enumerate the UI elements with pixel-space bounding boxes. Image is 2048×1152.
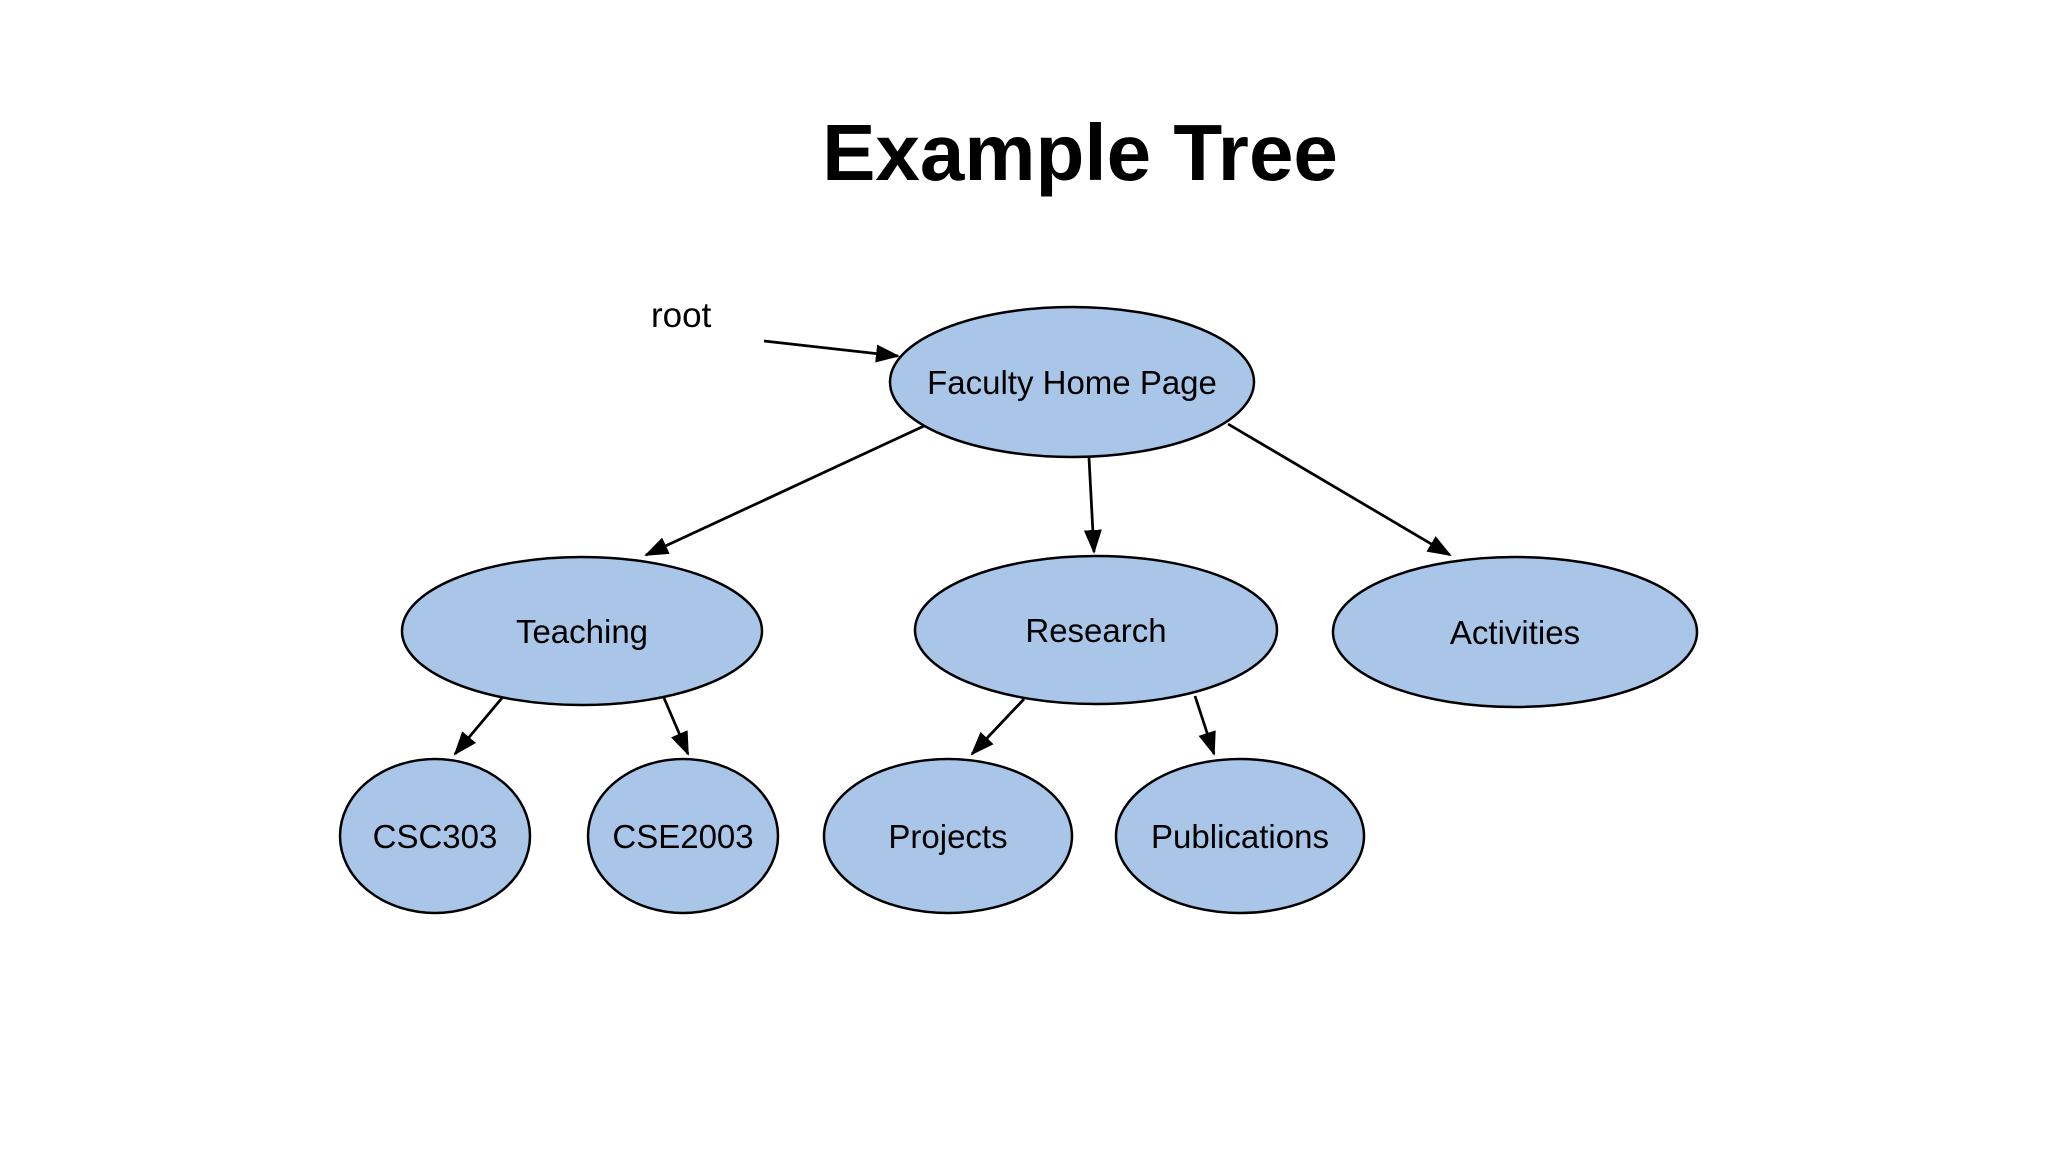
node-label: Publications xyxy=(1151,818,1329,855)
node-label: Teaching xyxy=(516,613,648,650)
root-pointer-label: root xyxy=(651,296,712,335)
node-projects: Projects xyxy=(822,757,1074,915)
edge-teaching-to-cse2003 xyxy=(662,697,690,756)
node-csc303: CSC303 xyxy=(338,757,532,915)
node-label: Faculty Home Page xyxy=(927,364,1217,401)
edge-research-to-projects xyxy=(970,698,1025,756)
node-ellipse xyxy=(913,554,1279,706)
node-label: CSE2003 xyxy=(612,818,753,855)
node-ellipse xyxy=(1114,757,1366,915)
edge-faculty-to-research xyxy=(1083,457,1102,554)
node-research: Research xyxy=(913,554,1279,706)
node-ellipse xyxy=(822,757,1074,915)
edge-faculty-to-teaching xyxy=(644,424,925,557)
node-publications: Publications xyxy=(1114,757,1366,915)
edge-teaching-to-csc303 xyxy=(453,697,504,756)
node-ellipse xyxy=(1331,555,1699,709)
edge-research-to-publications xyxy=(1193,695,1216,756)
node-faculty-home-page: Faculty Home Page xyxy=(888,305,1256,459)
node-ellipse xyxy=(400,555,764,707)
node-activities: Activities xyxy=(1331,555,1699,709)
node-label: CSC303 xyxy=(373,818,498,855)
page-title: Example Tree xyxy=(822,108,1338,197)
node-ellipse xyxy=(338,757,532,915)
node-label: Research xyxy=(1025,612,1166,649)
node-teaching: Teaching xyxy=(400,555,764,707)
edge-faculty-to-activities xyxy=(1227,422,1452,557)
node-ellipse xyxy=(586,757,780,915)
node-label: Activities xyxy=(1450,614,1580,651)
node-cse2003: CSE2003 xyxy=(586,757,780,915)
node-label: Projects xyxy=(888,818,1007,855)
root-pointer-arrow xyxy=(763,339,900,363)
node-ellipse xyxy=(888,305,1256,459)
